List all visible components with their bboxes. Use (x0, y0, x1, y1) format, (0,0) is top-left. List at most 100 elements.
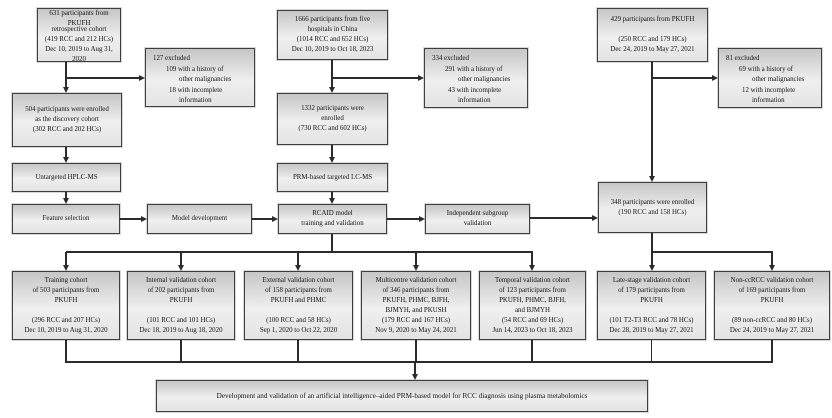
arrow-down (177, 265, 184, 271)
text-line: Dec 24, 2019 to May 27, 2021 (729, 326, 815, 334)
text-line: (179 RCC and 167 HCs) (381, 316, 451, 324)
box-source-multicentre: 1666 participants from five hospitals in… (277, 10, 388, 60)
text-line: retrospective cohort (51, 26, 107, 33)
flow-line (180, 252, 182, 266)
flow-line (331, 145, 333, 158)
text-line: (190 RCC and 158 HCs) (618, 208, 687, 216)
text-line: (419 RCC and 212 HCs) (44, 36, 114, 43)
arrow-right (419, 215, 425, 222)
flow-line (66, 251, 533, 253)
flow-line (180, 340, 182, 363)
text-line: PKUFH, PHMC, BJFH, (499, 296, 566, 304)
text-line: 109 with a history of (166, 65, 224, 73)
flow-line (415, 252, 417, 266)
text-line (598, 25, 707, 35)
text-line: information (458, 97, 491, 104)
text-line: training and validation (301, 220, 364, 227)
text-line: 334 excluded (432, 55, 469, 62)
flow-line (652, 77, 712, 79)
flow-line (65, 62, 67, 88)
flow-line (650, 340, 653, 363)
text-line: Independent subgroup (446, 210, 509, 217)
text-line: (296 RCC and 207 HCs) (31, 316, 101, 324)
flow-line (65, 340, 67, 363)
box-rcaid-model: RCAID model training and validation (278, 204, 387, 234)
text-line: (54 RCC and 69 HCs) (501, 316, 564, 324)
arrow-right (139, 74, 145, 81)
arrow-down (768, 265, 775, 271)
text-line: Untargeted HPLC-MS (35, 173, 98, 181)
arrow-down (412, 265, 419, 271)
text-line: Multicentre validation cohort (375, 276, 457, 284)
arrow-down (62, 265, 69, 271)
flow-line (65, 192, 67, 199)
box-enrolled-discovery: 504 participants were enrolled as the di… (12, 93, 122, 147)
flow-line (297, 252, 299, 266)
text-line: Training cohort (44, 276, 88, 284)
text-line: other malignancies (458, 76, 511, 83)
text-line: PKUFH (640, 296, 663, 304)
flow-line (771, 252, 773, 266)
box-excluded-independent: 81 excluded 69 with a history of other m… (718, 48, 822, 108)
box-cohort-training: Training cohort of 503 participants from… (12, 271, 120, 340)
text-line: 1666 participants from five (294, 16, 371, 23)
text-line: of 346 participants from (382, 286, 450, 294)
text-line: and BJMYH (514, 306, 551, 314)
text-line: PKUFH (169, 296, 193, 304)
flow-line (531, 340, 533, 363)
box-untargeted-hplc-ms: Untargeted HPLC-MS (12, 163, 121, 192)
flow-line (331, 60, 333, 88)
text-line: PRM-based targeted LC-MS (292, 173, 373, 181)
text-line: 43 with incomplete (448, 86, 502, 94)
box-source-independent: 429 participants from PKUFH (250 RCC and… (597, 8, 708, 62)
box-cohort-external-validation: External validation cohort of 158 partic… (244, 271, 353, 340)
text-line: Temporal validation cohort (495, 276, 570, 284)
text-line: of 123 participants from (499, 286, 566, 294)
arrow-down (62, 198, 69, 204)
arrow-down (62, 157, 69, 163)
flow-line (651, 252, 653, 266)
flow-line (771, 340, 773, 363)
box-enrolled-multicentre: 1332 participants were enrolled (730 RCC… (277, 93, 388, 145)
flow-line (414, 362, 416, 375)
flow-line (66, 361, 773, 363)
arrow-down (328, 157, 335, 163)
flow-line (65, 147, 67, 158)
flow-line (120, 218, 142, 220)
text-line: Dec 24, 2019 to May 27, 2021 (610, 46, 695, 53)
text-line: Dec 10, 2019 to Aug 31, 2020 (45, 46, 113, 63)
text-line: (89 non-ccRCC and 80 HCs) (732, 316, 812, 324)
text-line: 81 excluded (726, 55, 760, 62)
text-line: Model development (171, 215, 228, 222)
flow-line (651, 233, 653, 253)
flow-line (651, 62, 653, 177)
arrow-down (294, 265, 301, 271)
text-line: 18 with incomplete (169, 86, 223, 94)
arrow-right (418, 74, 424, 81)
arrow-down (411, 374, 418, 380)
text-line: Feature selection (42, 215, 90, 222)
text-line: hospitals in China (307, 26, 358, 33)
text-line: of 503 participants from (32, 286, 100, 294)
text-line: information (179, 97, 212, 104)
text-line: BJMYH, and PKUSH (385, 306, 447, 314)
text-line: (101 RCC and 101 HCs) (146, 316, 216, 324)
text-line: Non-ccRCC validation cohort (730, 276, 814, 284)
box-cohort-multicentre-validation: Multicentre validation cohort of 346 par… (361, 271, 471, 340)
box-source-retrospective: 631 participants from PKUFH retrospectiv… (37, 8, 121, 63)
box-excluded-multicentre: 334 excluded 291 with a history of other… (424, 48, 528, 108)
text-line: information (752, 97, 785, 104)
box-cohort-temporal-validation: Temporal validation cohort of 123 partic… (479, 271, 586, 340)
arrow-right (592, 214, 598, 221)
arrow-down (328, 87, 335, 93)
box-feature-selection: Feature selection (12, 204, 120, 234)
box-cohort-late-stage-validation: Late-stage validation cohort of 179 part… (597, 271, 706, 340)
arrow-down (62, 87, 69, 93)
text-line: of 158 participants from (265, 286, 332, 294)
text-line: 291 with a history of (445, 65, 503, 73)
box-model-development: Model development (147, 204, 252, 234)
arrow-down (328, 198, 335, 204)
flow-line (297, 340, 299, 363)
text-line (598, 306, 705, 316)
